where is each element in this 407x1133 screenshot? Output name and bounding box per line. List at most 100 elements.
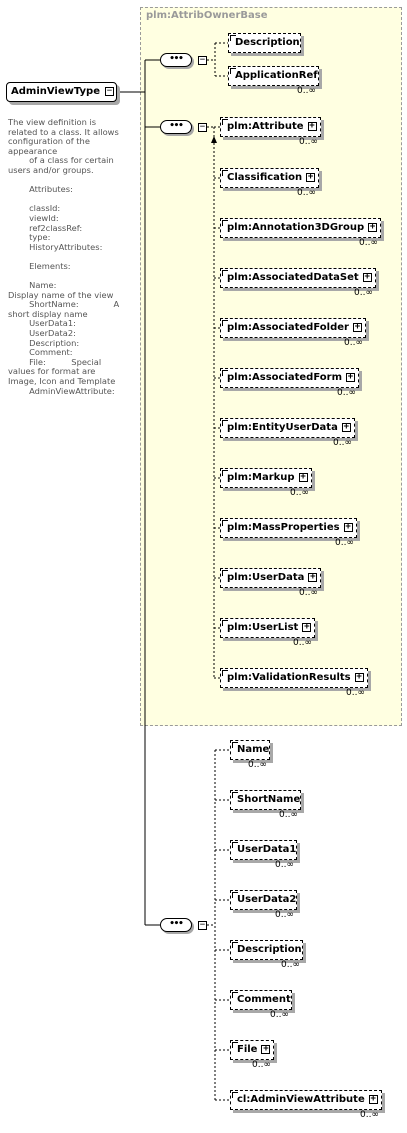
expand-plus-icon[interactable]: + xyxy=(341,422,351,432)
element-corner-icon xyxy=(232,792,238,798)
occurrence-label: 0..∞ xyxy=(281,960,300,970)
occurrence-label: 0..∞ xyxy=(290,488,309,498)
arrow-icon xyxy=(211,136,217,143)
schema-element[interactable]: Comment xyxy=(230,990,292,1010)
schema-element[interactable]: cl:AdminViewAttribute+ xyxy=(230,1090,382,1110)
sequence-compositor-icon[interactable]: ••• xyxy=(160,53,192,67)
element-label: plm:AssociatedFolder xyxy=(227,322,349,333)
root-collapse-icon[interactable]: − xyxy=(105,86,114,96)
expand-plus-icon[interactable]: + xyxy=(368,222,378,232)
element-label: Comment xyxy=(237,994,291,1005)
schema-element[interactable]: plm:UserList+ xyxy=(220,618,316,638)
schema-element[interactable]: Description xyxy=(228,33,301,53)
element-label: ShortName xyxy=(237,794,301,805)
schema-element[interactable]: ShortName xyxy=(230,790,302,810)
schema-element[interactable]: plm:Markup+ xyxy=(220,468,312,488)
element-corner-icon xyxy=(222,670,228,676)
element-label: File xyxy=(237,1044,258,1055)
element-label: UserData1 xyxy=(237,844,297,855)
element-corner-icon xyxy=(222,570,228,576)
element-label: plm:AssociatedForm xyxy=(227,372,342,383)
expand-plus-icon[interactable]: + xyxy=(346,372,355,382)
element-label: plm:Markup xyxy=(227,472,295,483)
schema-element[interactable]: plm:ValidationResults+ xyxy=(220,668,368,688)
element-label: plm:ValidationResults xyxy=(227,672,351,683)
occurrence-label: 0..∞ xyxy=(275,860,294,870)
element-corner-icon xyxy=(222,320,228,326)
element-label: ApplicationRef xyxy=(235,70,318,81)
documentation-text: The view definition is related to a clas… xyxy=(8,117,120,396)
occurrence-label: 0..∞ xyxy=(337,388,356,398)
element-label: plm:UserData xyxy=(227,572,305,583)
schema-element[interactable]: plm:UserData+ xyxy=(220,568,322,588)
sequence-compositor-icon[interactable]: ••• xyxy=(160,918,192,932)
schema-element[interactable]: Description xyxy=(230,940,303,960)
expand-plus-icon[interactable]: + xyxy=(362,272,372,282)
schema-element[interactable]: plm:AssociatedFolder+ xyxy=(220,318,366,338)
occurrence-label: 0..∞ xyxy=(299,588,318,598)
occurrence-label: 0..∞ xyxy=(359,238,378,248)
element-corner-icon xyxy=(232,1092,238,1098)
element-corner-icon xyxy=(232,742,238,748)
occurrence-label: 0..∞ xyxy=(293,638,312,648)
schema-element[interactable]: plm:MassProperties+ xyxy=(220,518,357,538)
expand-plus-icon[interactable]: + xyxy=(352,322,362,332)
element-corner-icon xyxy=(232,892,238,898)
root-element-box[interactable]: AdminViewType xyxy=(6,82,117,102)
element-label: Description xyxy=(235,37,300,48)
occurrence-label: 0..∞ xyxy=(354,288,373,298)
expand-plus-icon[interactable]: + xyxy=(354,672,364,682)
element-label: Name xyxy=(237,744,270,755)
expand-plus-icon[interactable]: + xyxy=(302,622,312,632)
element-label: Classification xyxy=(227,172,303,183)
element-label: plm:EntityUserData xyxy=(227,422,338,433)
expand-plus-icon[interactable]: + xyxy=(261,1044,271,1054)
sequence-collapse-icon[interactable]: − xyxy=(198,122,207,132)
element-corner-icon xyxy=(232,992,238,998)
schema-element[interactable]: File+ xyxy=(230,1040,275,1060)
sequence-collapse-icon[interactable]: − xyxy=(198,920,207,930)
occurrence-label: 0..∞ xyxy=(360,1110,379,1120)
element-corner-icon xyxy=(230,35,236,41)
schema-element[interactable]: Name xyxy=(230,740,271,760)
sequence-collapse-icon[interactable]: − xyxy=(198,55,207,65)
element-label: plm:Annotation3DGroup xyxy=(227,222,365,233)
occurrence-label: 0..∞ xyxy=(297,188,316,198)
element-corner-icon xyxy=(222,170,228,176)
occurrence-label: 0..∞ xyxy=(275,910,294,920)
element-corner-icon xyxy=(222,270,228,276)
schema-element[interactable]: plm:Attribute+ xyxy=(220,117,321,137)
occurrence-label: 0..∞ xyxy=(270,1010,289,1020)
schema-element[interactable]: Classification+ xyxy=(220,168,320,188)
element-label: UserData2 xyxy=(237,894,297,905)
schema-element[interactable]: plm:EntityUserData+ xyxy=(220,418,355,438)
schema-element[interactable]: plm:AssociatedForm + xyxy=(220,368,359,388)
expand-plus-icon[interactable]: + xyxy=(308,572,318,582)
schema-element[interactable]: ApplicationRef xyxy=(228,66,319,86)
schema-element[interactable]: UserData1 xyxy=(230,840,298,860)
element-corner-icon xyxy=(230,68,236,74)
element-label: plm:Attribute xyxy=(227,121,304,132)
occurrence-label: 0..∞ xyxy=(299,137,318,147)
expand-plus-icon[interactable]: + xyxy=(343,522,353,532)
element-label: cl:AdminViewAttribute xyxy=(237,1094,365,1105)
schema-element[interactable]: UserData2 xyxy=(230,890,298,910)
element-corner-icon xyxy=(232,1042,238,1048)
expand-plus-icon[interactable]: + xyxy=(298,472,308,482)
element-corner-icon xyxy=(222,220,228,226)
element-label: plm:MassProperties xyxy=(227,522,340,533)
expand-plus-icon[interactable]: + xyxy=(307,121,317,131)
element-label: plm:UserList xyxy=(227,622,299,633)
element-corner-icon xyxy=(222,470,228,476)
occurrence-label: 0..∞ xyxy=(297,86,316,96)
expand-plus-icon[interactable]: + xyxy=(306,172,316,182)
occurrence-label: 0..∞ xyxy=(333,438,352,448)
element-corner-icon xyxy=(222,119,228,125)
sequence-compositor-icon[interactable]: ••• xyxy=(160,120,192,134)
expand-plus-icon[interactable]: + xyxy=(368,1094,378,1104)
schema-element[interactable]: plm:Annotation3DGroup+ xyxy=(220,218,382,238)
schema-element[interactable]: plm:AssociatedDataSet+ xyxy=(220,268,376,288)
element-corner-icon xyxy=(222,420,228,426)
